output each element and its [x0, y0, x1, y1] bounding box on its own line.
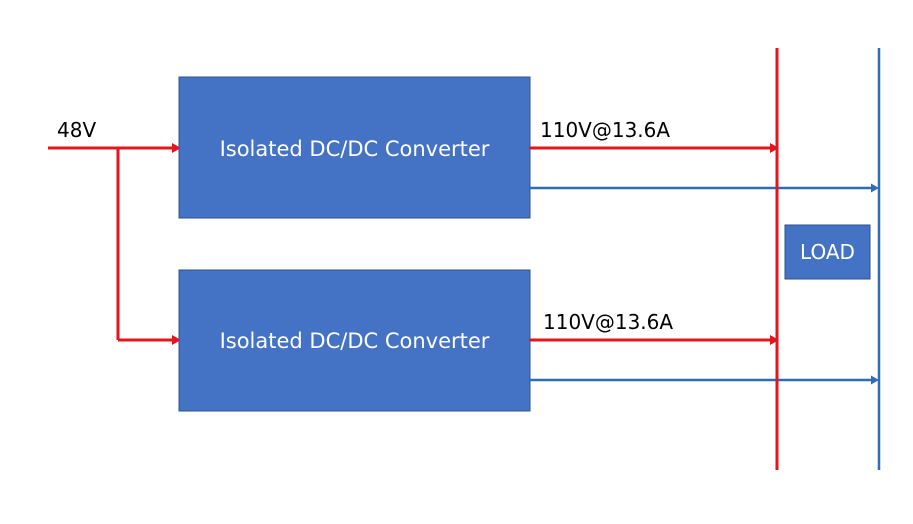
- output-return-arrow-bottom: [871, 375, 879, 385]
- output-label-bottom: 110V@13.6A: [543, 310, 673, 334]
- converter-block-top: [178, 76, 531, 219]
- output-return-arrow-top: [871, 183, 879, 193]
- output-positive-arrow-bottom: [770, 335, 779, 345]
- output-positive-arrow-top: [770, 143, 779, 153]
- converter-block-bottom: [178, 269, 531, 412]
- input-voltage-label: 48V: [57, 118, 96, 142]
- input-arrow-top: [172, 143, 181, 153]
- load-block: [784, 224, 871, 280]
- load-label: LOAD: [800, 240, 855, 264]
- converter-label-bottom: Isolated DC/DC Converter: [220, 329, 490, 353]
- converter-label-top: Isolated DC/DC Converter: [220, 137, 490, 161]
- input-arrow-bottom: [172, 335, 181, 345]
- output-label-top: 110V@13.6A: [540, 118, 670, 142]
